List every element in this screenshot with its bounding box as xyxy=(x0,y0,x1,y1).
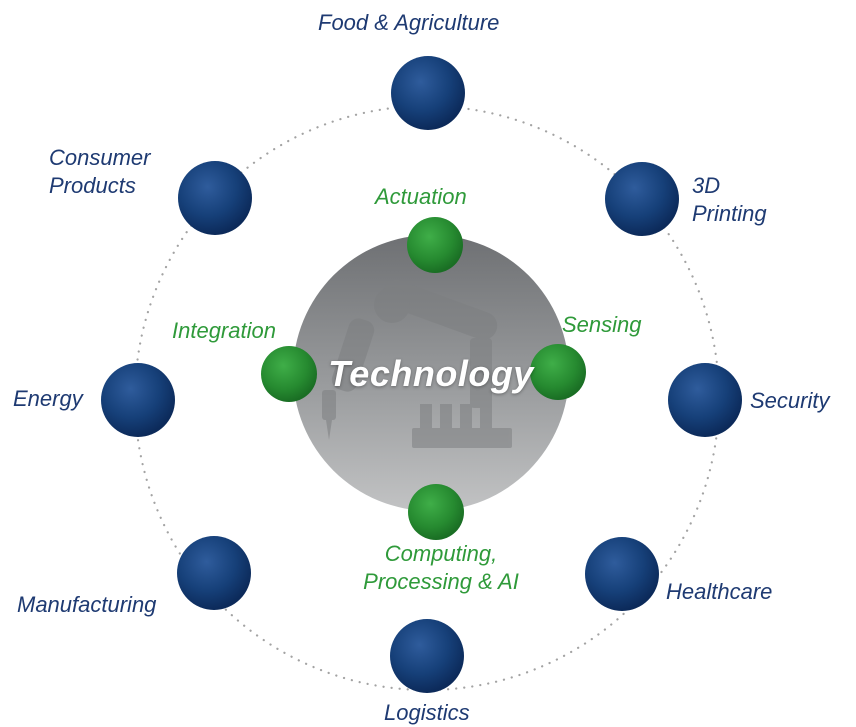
computing-label: Computing, Processing & AI xyxy=(336,540,546,596)
integration-node xyxy=(261,346,317,402)
computing-node xyxy=(408,484,464,540)
3d-printing-node xyxy=(605,162,679,236)
security-label: Security xyxy=(750,388,830,413)
integration-label: Integration xyxy=(172,318,276,343)
robot-arm-icon xyxy=(322,280,512,448)
consumer-products-label: Consumer Products xyxy=(49,144,150,200)
3d-printing-label: 3D Printing xyxy=(692,172,767,228)
manufacturing-label: Manufacturing xyxy=(17,592,157,617)
logistics-label: Logistics xyxy=(384,700,470,725)
food-agriculture-node xyxy=(391,56,465,130)
consumer-products-label-line2: Products xyxy=(49,173,136,198)
computing-label-line1: Computing, xyxy=(384,541,498,566)
food-agriculture-label: Food & Agriculture xyxy=(318,10,500,35)
3d-printing-label-line2: Printing xyxy=(692,201,767,226)
computing-label-line2: Processing & AI xyxy=(363,569,519,594)
sensing-label: Sensing xyxy=(562,312,642,337)
manufacturing-node xyxy=(177,536,251,610)
energy-label: Energy xyxy=(13,386,83,411)
3d-printing-label-line1: 3D xyxy=(692,173,721,198)
sensing-node xyxy=(530,344,586,400)
consumer-products-label-line1: Consumer xyxy=(49,145,151,170)
actuation-label: Actuation xyxy=(375,184,467,209)
actuation-node xyxy=(407,217,463,273)
technology-title: Technology xyxy=(328,353,534,394)
consumer-products-node xyxy=(178,161,252,235)
healthcare-label: Healthcare xyxy=(666,579,773,604)
energy-node xyxy=(101,363,175,437)
logistics-node xyxy=(390,619,464,693)
healthcare-node xyxy=(585,537,659,611)
security-node xyxy=(668,363,742,437)
